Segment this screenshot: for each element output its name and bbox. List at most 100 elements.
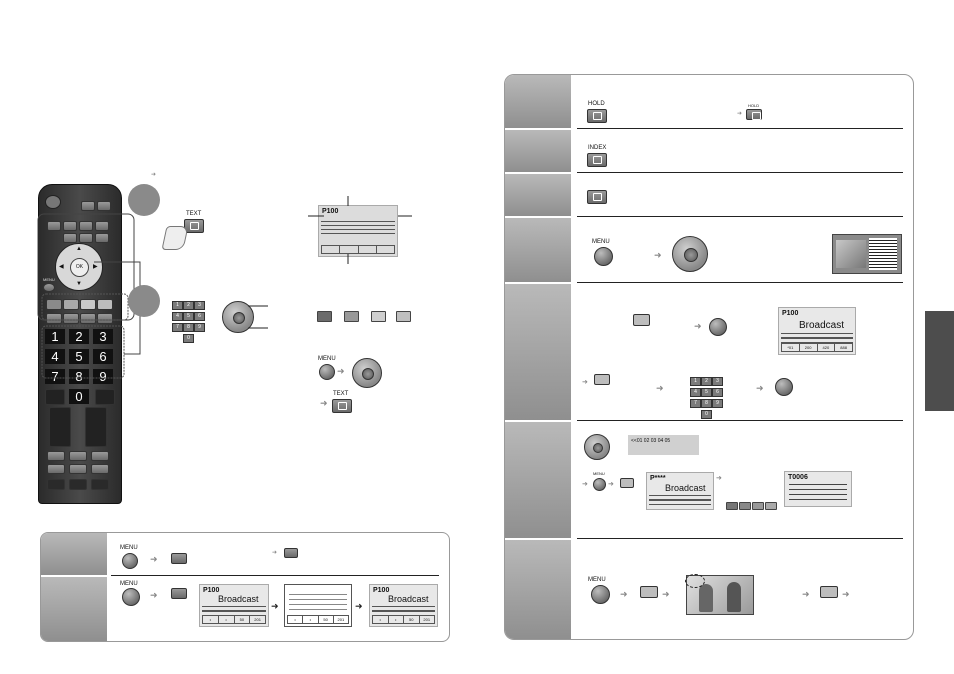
sub-color-key-3[interactable] bbox=[752, 502, 764, 510]
bottom-menu-button-1[interactable] bbox=[122, 553, 138, 569]
numpad-key[interactable]: 7 bbox=[690, 399, 701, 408]
bottom-key-5[interactable] bbox=[69, 464, 87, 474]
color-key-yellow[interactable] bbox=[80, 299, 96, 310]
numpad-key[interactable]: 1 bbox=[172, 301, 183, 310]
row4-menu-button[interactable] bbox=[594, 247, 613, 266]
top-key-1[interactable] bbox=[81, 201, 95, 211]
numpad-key[interactable]: 9 bbox=[712, 399, 723, 408]
navigation-ring[interactable]: OK ▲ ▼ ◀ ▶ bbox=[55, 243, 103, 291]
numpad-key[interactable]: 6 bbox=[712, 388, 723, 397]
bottom-key-3[interactable] bbox=[91, 451, 109, 461]
text-button-2[interactable] bbox=[332, 399, 352, 413]
row2-key-4[interactable] bbox=[95, 221, 109, 231]
number-key-4[interactable]: 4 bbox=[45, 349, 65, 364]
text-key-1[interactable] bbox=[46, 313, 62, 324]
color-key-1[interactable] bbox=[317, 311, 332, 322]
color-key-3[interactable] bbox=[371, 311, 386, 322]
bottom-key-1[interactable] bbox=[47, 451, 65, 461]
side-key-left[interactable] bbox=[45, 389, 65, 405]
side-key-right[interactable] bbox=[95, 389, 115, 405]
number-key-6[interactable]: 6 bbox=[93, 349, 113, 364]
color-key-2[interactable] bbox=[344, 311, 359, 322]
power-button[interactable] bbox=[45, 195, 61, 209]
numpad-key[interactable]: 4 bbox=[690, 388, 701, 397]
row7-key-2[interactable] bbox=[820, 586, 838, 598]
numpad-key[interactable]: 5 bbox=[183, 312, 194, 321]
sub-color-key-4[interactable] bbox=[765, 502, 777, 510]
menu-button-left[interactable] bbox=[319, 364, 335, 380]
bottom-key-2[interactable] bbox=[69, 451, 87, 461]
bottom-key-6[interactable] bbox=[91, 464, 109, 474]
reveal-button[interactable] bbox=[587, 190, 607, 204]
text-key-2[interactable] bbox=[63, 313, 79, 324]
bottom-menu-button-2[interactable] bbox=[122, 588, 140, 606]
row7-menu-button[interactable] bbox=[591, 585, 610, 604]
row2-key-3[interactable] bbox=[79, 221, 93, 231]
row2-key-2[interactable] bbox=[63, 221, 77, 231]
numpad-key[interactable]: 9 bbox=[194, 323, 205, 332]
numpad-key[interactable]: 3 bbox=[194, 301, 205, 310]
bottom-key-a[interactable] bbox=[171, 553, 187, 564]
volume-rocker[interactable] bbox=[49, 407, 71, 447]
color-key-green[interactable] bbox=[63, 299, 79, 310]
row7-menu-label: MENU bbox=[588, 577, 606, 583]
channel-rocker[interactable] bbox=[85, 407, 107, 447]
navigation-wheel-2[interactable] bbox=[352, 358, 382, 388]
pointing-hand-icon bbox=[161, 226, 189, 250]
number-key-2[interactable]: 2 bbox=[69, 329, 89, 344]
row2-key-1[interactable] bbox=[47, 221, 61, 231]
bottom-key-7[interactable] bbox=[47, 479, 65, 490]
hold-button[interactable] bbox=[587, 109, 607, 123]
text-key-3[interactable] bbox=[80, 313, 96, 324]
sub-color-key-1[interactable] bbox=[726, 502, 738, 510]
number-key-9[interactable]: 9 bbox=[93, 369, 113, 384]
index-button[interactable] bbox=[587, 153, 607, 167]
numpad-key[interactable]: 7 bbox=[172, 323, 183, 332]
bottom-key-b[interactable] bbox=[284, 548, 298, 558]
color-key-blue[interactable] bbox=[97, 299, 113, 310]
numpad-key[interactable]: 2 bbox=[183, 301, 194, 310]
bottom-row-2-header bbox=[41, 577, 107, 641]
row6-key[interactable] bbox=[620, 478, 634, 488]
row6-wheel[interactable] bbox=[584, 434, 610, 460]
top-key-2[interactable] bbox=[97, 201, 111, 211]
numpad-key[interactable]: 8 bbox=[183, 323, 194, 332]
number-key-3[interactable]: 3 bbox=[93, 329, 113, 344]
text-key-4[interactable] bbox=[97, 313, 113, 324]
menu-key[interactable] bbox=[43, 283, 55, 292]
hold-button-small[interactable] bbox=[746, 109, 762, 120]
row3-key-1[interactable] bbox=[63, 233, 77, 243]
numpad-key[interactable]: 3 bbox=[712, 377, 723, 386]
numpad-key[interactable]: 6 bbox=[194, 312, 205, 321]
color-key-red[interactable] bbox=[46, 299, 62, 310]
number-key-1[interactable]: 1 bbox=[45, 329, 65, 344]
numpad-key[interactable]: 1 bbox=[690, 377, 701, 386]
number-key-8[interactable]: 8 bbox=[69, 369, 89, 384]
row3-key-2[interactable] bbox=[79, 233, 93, 243]
bottom-key-4[interactable] bbox=[47, 464, 65, 474]
row6-menu-button[interactable] bbox=[593, 478, 606, 491]
numpad-key[interactable]: 5 bbox=[701, 388, 712, 397]
bottom-key-8[interactable] bbox=[69, 479, 87, 490]
row5-key[interactable] bbox=[633, 314, 650, 326]
numpad-key[interactable]: 0 bbox=[183, 334, 194, 343]
numpad-key[interactable]: 4 bbox=[172, 312, 183, 321]
number-key-0[interactable]: 0 bbox=[69, 389, 89, 404]
numpad-key[interactable]: 8 bbox=[701, 399, 712, 408]
number-key-7[interactable]: 7 bbox=[45, 369, 65, 384]
color-key-4[interactable] bbox=[396, 311, 411, 322]
row3-key-3[interactable] bbox=[95, 233, 109, 243]
numpad-key[interactable]: 0 bbox=[701, 410, 712, 419]
number-key-5[interactable]: 5 bbox=[69, 349, 89, 364]
row4-wheel[interactable] bbox=[672, 236, 708, 272]
row5-key-2[interactable] bbox=[594, 374, 610, 385]
numpad-key[interactable]: 2 bbox=[701, 377, 712, 386]
ok-button[interactable]: OK bbox=[70, 258, 89, 277]
text-button[interactable] bbox=[184, 219, 204, 233]
bottom-key-c[interactable] bbox=[171, 588, 187, 599]
row5-round-button[interactable] bbox=[709, 318, 727, 336]
sub-color-key-2[interactable] bbox=[739, 502, 751, 510]
row7-key[interactable] bbox=[640, 586, 658, 598]
row5-round-button-2[interactable] bbox=[775, 378, 793, 396]
bottom-key-9[interactable] bbox=[91, 479, 109, 490]
